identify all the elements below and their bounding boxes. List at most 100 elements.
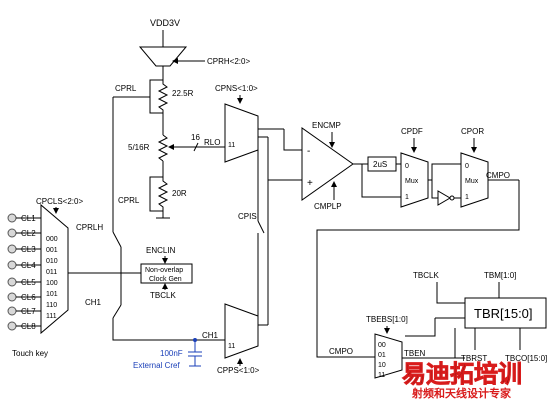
tbclk-clock-label: TBCLK bbox=[150, 291, 176, 300]
watermark-cn: 射频和天线设计专家 bbox=[411, 386, 512, 400]
cpor-mux-label: Mux bbox=[465, 178, 479, 185]
cmp-minus-route bbox=[283, 129, 302, 151]
cref-junction-dot bbox=[193, 338, 197, 342]
cpcls-code: 110 bbox=[46, 302, 57, 309]
cpcls-arrow-head bbox=[53, 208, 59, 214]
cl-keys: CL1 CL2 CL3 CL4 CL5 CL6 CL7 CL8 bbox=[7, 213, 41, 331]
tbebs-code: 11 bbox=[378, 372, 385, 379]
cl-ball bbox=[7, 292, 17, 302]
bus-width-label: 16 bbox=[191, 133, 200, 142]
cpps-label: CPPS<1:0> bbox=[217, 366, 260, 375]
tbebs-code: 00 bbox=[378, 342, 386, 349]
cpis-switch bbox=[257, 220, 265, 234]
cl-ball bbox=[7, 306, 17, 316]
cprh-label: CPRH<2:0> bbox=[207, 57, 250, 66]
rlo-label: RLO bbox=[204, 138, 220, 147]
cl-ball bbox=[7, 228, 17, 238]
cl-key: CL6 bbox=[7, 292, 41, 302]
cl-key-label: CL6 bbox=[21, 293, 36, 302]
watermark-big: 易迪拓培训 bbox=[402, 360, 522, 388]
timer-tbclk-label: TBCLK bbox=[413, 271, 439, 280]
inverter-bubble bbox=[449, 195, 455, 201]
cpps-pin: 11 bbox=[228, 343, 235, 350]
cpis-label: CPIS bbox=[238, 212, 257, 221]
cpps-arrow-head bbox=[237, 358, 243, 364]
cpor-in1: 1 bbox=[465, 194, 469, 201]
cprl-bot-label: CPRL bbox=[118, 196, 140, 205]
cpcls-code: 111 bbox=[46, 313, 57, 320]
cmplp-arrow-head bbox=[331, 181, 337, 187]
tbco-label: TBCO[15:0] bbox=[505, 354, 547, 363]
cpor-arrow-head bbox=[471, 147, 477, 153]
tbebs-mux bbox=[374, 333, 403, 379]
cl-key: CL2 bbox=[7, 228, 41, 238]
tbebs-code: 10 bbox=[378, 362, 386, 369]
encmp-arrow-head bbox=[329, 142, 335, 148]
cprh-mux bbox=[138, 46, 188, 67]
cl-ball bbox=[7, 260, 17, 270]
cref-caption: External Cref bbox=[133, 361, 180, 370]
cmpo-loop bbox=[316, 180, 520, 358]
cpns-pin: 11 bbox=[228, 142, 235, 149]
cl-ball bbox=[7, 213, 17, 223]
comparator bbox=[301, 127, 354, 201]
tbebs-code: 01 bbox=[378, 352, 386, 359]
cprh-arrow-head bbox=[172, 58, 178, 64]
pdf-to-por bbox=[431, 163, 461, 180]
cl-key-label: CL1 bbox=[21, 214, 36, 223]
cmplp-label: CMPLP bbox=[314, 202, 342, 211]
cl-key: CL3 bbox=[7, 244, 41, 254]
bypass-wire bbox=[361, 164, 401, 198]
clock-gen-line2: Clock Gen bbox=[149, 276, 182, 283]
cl-key: CL5 bbox=[7, 277, 41, 287]
tbebs-label: TBEBS[1:0] bbox=[366, 315, 408, 324]
cpcls-code: 010 bbox=[46, 258, 58, 265]
cl-key-label: CL7 bbox=[21, 307, 36, 316]
cmp-plus: + bbox=[307, 178, 313, 189]
ch1-bottom-label: CH1 bbox=[202, 331, 219, 340]
cl-ball bbox=[7, 321, 17, 331]
cprl-top-label: CPRL bbox=[115, 84, 137, 93]
cpcls-codes: 000 001 010 011 100 101 110 111 bbox=[46, 236, 58, 320]
cl-key-label: CL3 bbox=[21, 245, 36, 254]
cprlh-label: CPRLH bbox=[76, 223, 103, 232]
rlo-arrow-head bbox=[168, 144, 174, 150]
cpns-arrow-head bbox=[237, 98, 243, 104]
r-top-label: 22.5R bbox=[172, 89, 194, 98]
tbr-label: TBR[15:0] bbox=[474, 306, 533, 321]
cmp-minus: - bbox=[307, 146, 310, 157]
cl-ball bbox=[7, 277, 17, 287]
tbclk-route bbox=[436, 282, 465, 304]
rlo-bus-slash bbox=[193, 142, 199, 152]
cref-value: 100nF bbox=[160, 349, 183, 358]
touch-key-caption: Touch key bbox=[12, 349, 48, 358]
cl-key-label: CL4 bbox=[21, 261, 36, 270]
cpns-mux bbox=[224, 103, 259, 163]
cpns-label: CPNS<1:0> bbox=[215, 84, 258, 93]
cl-ball bbox=[7, 244, 17, 254]
cpcls-code: 011 bbox=[46, 269, 57, 276]
cpdf-label: CPDF bbox=[401, 127, 423, 136]
cl-key: CL7 bbox=[7, 306, 41, 316]
ch1-left-switch bbox=[112, 304, 122, 319]
cprl-bot-bracket bbox=[149, 176, 163, 212]
cpcls-mux bbox=[40, 203, 69, 335]
clock-gen-line1: Non-overlap bbox=[145, 267, 183, 274]
ch1-bottom-route bbox=[112, 318, 195, 341]
vdd-label: VDD3V bbox=[150, 18, 180, 28]
cpor-mux bbox=[460, 152, 489, 208]
cpdf-in0: 0 bbox=[405, 163, 409, 170]
cprlh-switch bbox=[112, 231, 122, 248]
resistor-22-5r bbox=[157, 80, 169, 113]
cl-key-label: CL5 bbox=[21, 278, 36, 287]
tbr-feedback bbox=[405, 318, 436, 337]
cl-key: CL8 bbox=[7, 321, 41, 331]
cpcls-code: 000 bbox=[46, 236, 58, 243]
cpdf-mux bbox=[400, 152, 429, 208]
cmpo-in-label: CMPO bbox=[329, 347, 353, 356]
cpdf-in1: 1 bbox=[405, 194, 409, 201]
cl-key-label: CL2 bbox=[21, 229, 36, 238]
resistor-5-16r bbox=[157, 134, 169, 162]
enclin-label: ENCLIN bbox=[146, 246, 176, 255]
cpdf-arrow-head bbox=[411, 147, 417, 153]
